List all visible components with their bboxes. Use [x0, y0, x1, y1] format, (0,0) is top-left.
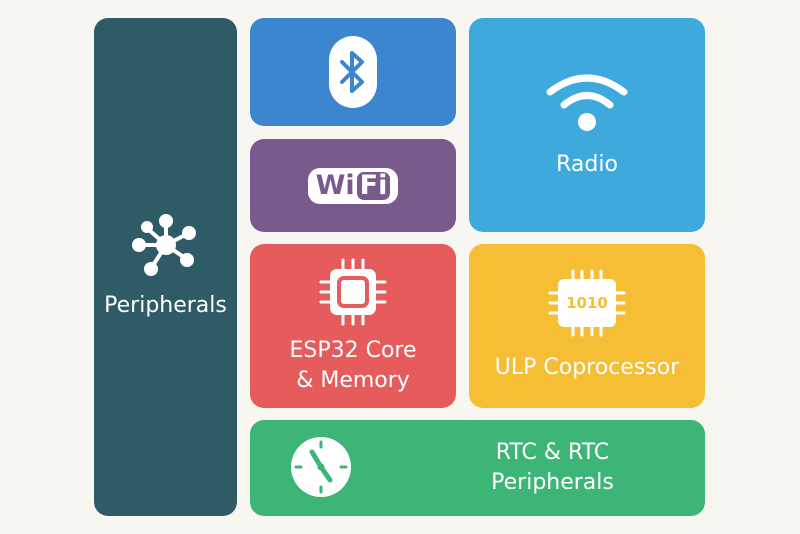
ulp-label: ULP Coprocessor: [494, 355, 680, 380]
wifi-logo: Wi Fi: [307, 167, 399, 204]
rtc-block: RTC & RTC Peripherals: [250, 420, 705, 516]
chip-text: 1010: [566, 294, 608, 312]
network-hub-icon: [131, 214, 196, 276]
core-label-line2: & Memory: [296, 368, 410, 393]
bluetooth-block: [250, 18, 456, 126]
wifi-block: Wi Fi: [250, 139, 456, 232]
peripherals-block: Peripherals: [94, 18, 237, 516]
cpu-chip-icon: [319, 258, 387, 326]
rtc-label-line1: RTC & RTC: [495, 440, 610, 465]
core-label-line1: ESP32 Core: [289, 338, 417, 363]
radio-block: Radio: [469, 18, 705, 232]
chip-icon: 1010: [548, 269, 626, 337]
core-memory-block: ESP32 Core & Memory: [250, 244, 456, 408]
rtc-label: RTC & RTC Peripherals: [400, 420, 705, 516]
bluetooth-icon: [340, 51, 364, 93]
bluetooth-badge: [329, 36, 377, 108]
peripherals-label: Peripherals: [104, 293, 227, 318]
radio-label: Radio: [556, 152, 618, 177]
wifi-signal-icon: [546, 74, 628, 131]
wifi-logo-text-b: Fi: [356, 171, 391, 200]
rtc-label-line2: Peripherals: [491, 470, 614, 495]
ulp-coprocessor-block: 1010 ULP Coprocessor: [469, 244, 705, 408]
clock-icon: [291, 437, 351, 497]
wifi-logo-text-a: Wi: [315, 170, 355, 201]
